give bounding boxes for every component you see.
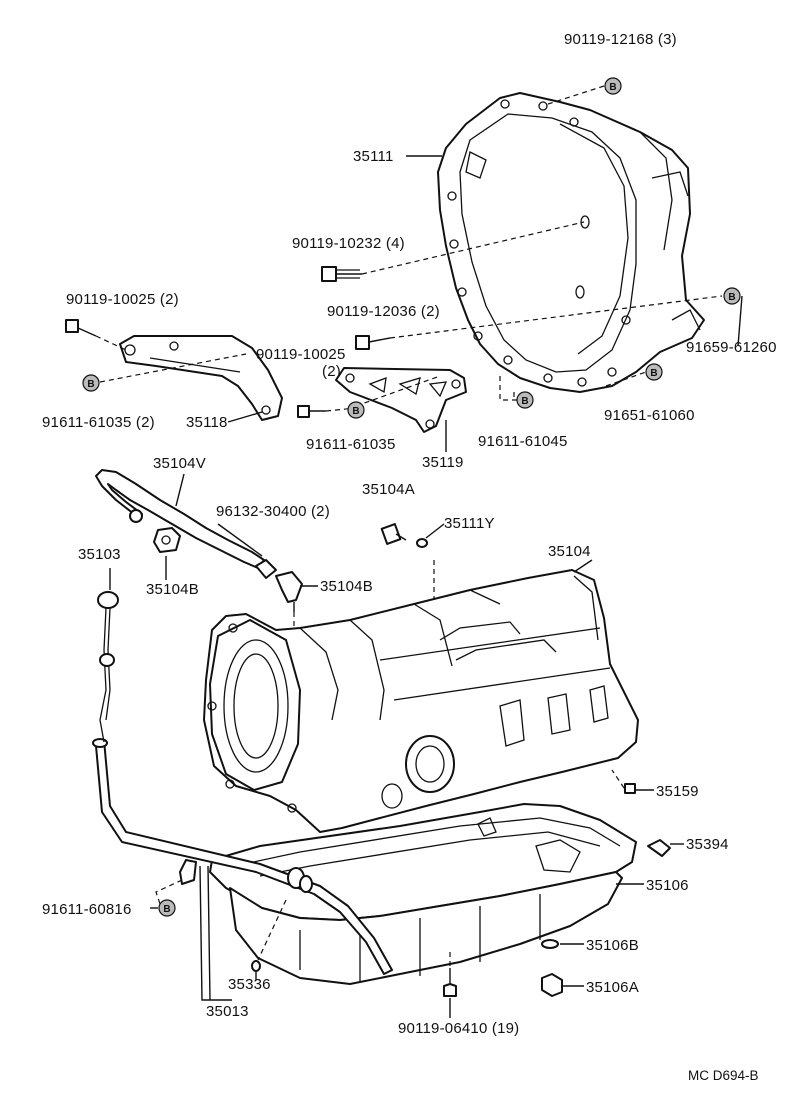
washer-35106B-icon	[541, 939, 559, 949]
o-ring-35336-icon	[251, 960, 261, 972]
label-90119-06410: 90119-06410 (19)	[398, 1020, 519, 1037]
label-35013: 35013	[206, 1003, 249, 1020]
dashed-lines	[95, 85, 723, 968]
bracket-35119	[335, 367, 467, 433]
label-35104B-right: 35104B	[320, 578, 373, 595]
hose-union-35104B-right-icon	[275, 571, 303, 612]
drain-plug-35106A-icon	[541, 973, 563, 997]
bolt-90119-10025-left-icon	[65, 319, 97, 337]
transmission-case-35104	[203, 569, 639, 833]
svg-text:B: B	[609, 82, 616, 93]
svg-text:B: B	[87, 379, 94, 390]
pan-bolt-90119-06410-icon	[443, 968, 457, 997]
label-91611-61035-mid: 91611-61035	[306, 436, 396, 453]
label-35104A: 35104A	[362, 481, 415, 498]
label-35104V: 35104V	[153, 455, 206, 472]
badge-b-90119-12168: B	[604, 77, 622, 95]
label-35104: 35104	[548, 543, 591, 560]
label-35118: 35118	[186, 414, 228, 431]
label-90119-12036: 90119-12036 (2)	[327, 303, 440, 320]
gasket-35394-icon	[647, 839, 671, 857]
label-35111: 35111	[353, 148, 394, 165]
part-labels: 90119-12168 (3) 35111 90119-10232 (4) 90…	[42, 31, 777, 1083]
svg-text:B: B	[650, 368, 657, 379]
badge-b-91651-61060: B	[645, 363, 663, 381]
svg-text:B: B	[352, 406, 359, 417]
label-35106A: 35106A	[586, 979, 639, 996]
label-90119-10025-mid-qty: (2)	[322, 363, 341, 380]
label-91611-61045: 91611-61045	[478, 433, 568, 450]
label-35159: 35159	[656, 783, 699, 800]
label-35336: 35336	[228, 976, 271, 993]
svg-text:B: B	[163, 904, 170, 915]
svg-text:B: B	[521, 396, 528, 407]
badge-b-91611-60816: B	[158, 899, 176, 917]
label-91611-61035-left: 91611-61035 (2)	[42, 414, 155, 431]
label-35119: 35119	[422, 454, 464, 471]
svg-text:B: B	[728, 292, 735, 303]
badge-b-91659-61260: B	[723, 287, 741, 305]
label-35106B: 35106B	[586, 937, 639, 954]
label-91659-61260: 91659-61260	[686, 339, 777, 356]
label-35106: 35106	[646, 877, 689, 894]
label-35104B-left: 35104B	[146, 581, 199, 598]
label-90119-10025-left: 90119-10025 (2)	[66, 291, 179, 308]
magnet-35159-icon	[624, 783, 636, 794]
badge-b-91611-61035-mid: B	[347, 401, 365, 419]
oil-filler-tube-35013	[92, 738, 393, 975]
label-91651-61060: 91651-61060	[604, 407, 695, 424]
leader-lines	[109, 155, 743, 1018]
label-35394: 35394	[686, 836, 729, 853]
label-91611-60816: 91611-60816	[42, 901, 132, 918]
diagram-code: MC D694-B	[688, 1068, 759, 1083]
label-35103: 35103	[78, 546, 121, 563]
plug-35104A-icon	[380, 523, 407, 545]
bolt-90119-12036-icon	[355, 335, 391, 350]
o-ring-35111Y-icon	[416, 538, 428, 548]
label-90119-12168: 90119-12168 (3)	[564, 31, 677, 48]
badge-b-91611-61045: B	[516, 391, 534, 409]
converter-housing-35111	[437, 92, 705, 393]
hose-union-35104B-left-icon	[153, 527, 181, 553]
oil-pan-35106	[209, 803, 637, 985]
bolt-90119-10232-icon	[321, 266, 362, 282]
hose-clip-96132-30400-icon	[255, 559, 277, 579]
label-96132-30400: 96132-30400 (2)	[216, 503, 330, 520]
label-90119-10025-mid: 90119-10025	[256, 346, 346, 363]
badge-b-91611-61035-left: B	[82, 374, 100, 392]
bolt-90119-10025-mid-icon	[297, 405, 326, 418]
bracket-35118	[119, 335, 283, 421]
dipstick-35103	[97, 591, 119, 743]
label-90119-10232: 90119-10232 (4)	[292, 235, 405, 252]
label-35111Y: 35111Y	[444, 515, 495, 532]
